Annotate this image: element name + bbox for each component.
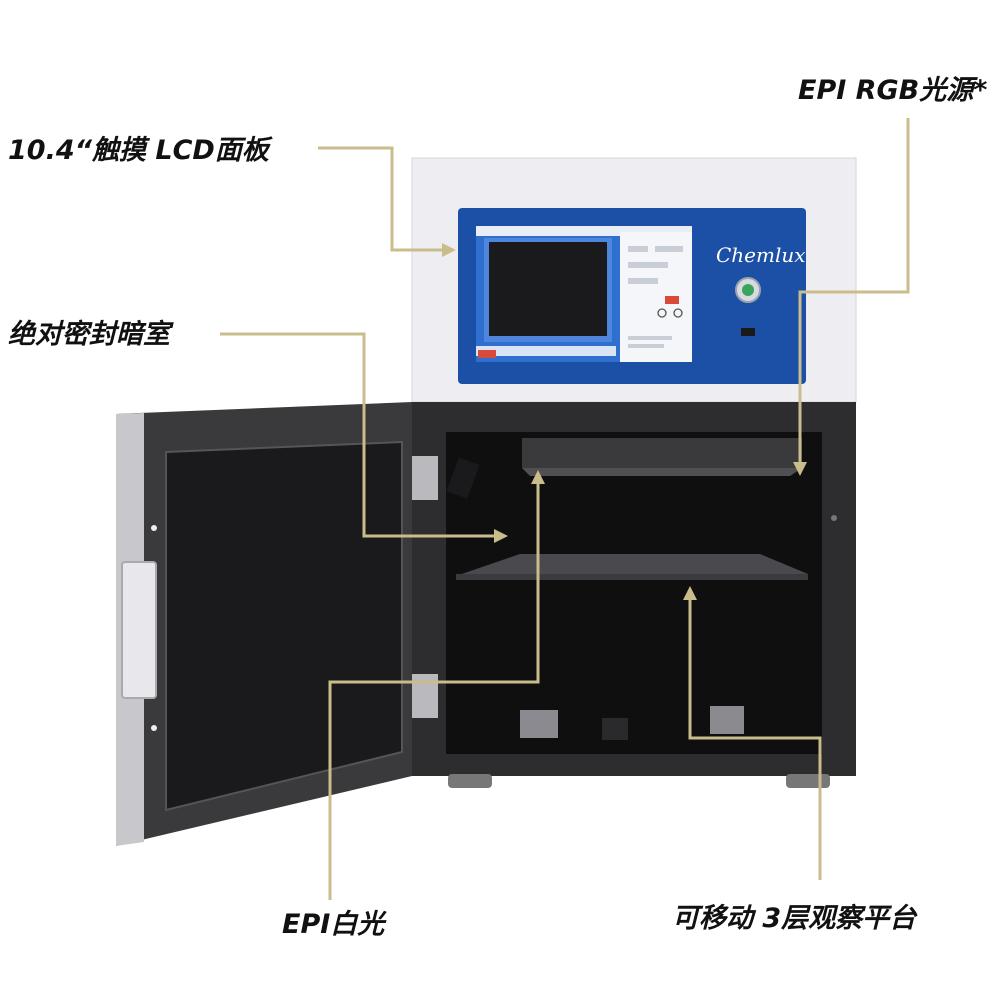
callout-rgb-light: EPI RGB光源* <box>798 75 988 106</box>
side-screw <box>831 515 837 521</box>
screen-side-panel <box>620 232 692 362</box>
observation-shelf <box>456 554 808 576</box>
brand-logo: Chemlux <box>716 243 806 267</box>
leader-line-lcd <box>318 146 448 252</box>
panel-control[interactable] <box>628 278 658 284</box>
callout-white-light: EPI白光 <box>282 909 385 940</box>
screen-toolbar <box>476 226 692 236</box>
rgb-light-bar <box>522 438 802 468</box>
zoom-in-icon[interactable] <box>657 308 667 318</box>
leader-line-white-light <box>328 478 540 900</box>
cabinet-foot <box>786 774 830 788</box>
panel-status-text <box>628 344 664 348</box>
callout-dark-room: 绝对密封暗室 <box>8 319 170 350</box>
panel-stop-button[interactable] <box>665 296 679 304</box>
door-latch <box>151 525 157 531</box>
arrowhead <box>793 462 807 476</box>
panel-control[interactable] <box>655 246 683 252</box>
light-bar-lip <box>522 468 802 476</box>
usb-port <box>741 328 755 336</box>
shelf-slot <box>602 718 628 740</box>
shelf-edge <box>456 574 808 580</box>
callout-lcd-panel: 10.4“触摸 LCD面板 <box>8 135 269 166</box>
screen-statusbar <box>476 346 616 356</box>
leader-line-shelf <box>688 594 822 880</box>
door-sensor <box>446 457 480 499</box>
power-indicator <box>742 284 754 296</box>
door-hinge <box>412 456 438 500</box>
arrowhead <box>442 243 456 257</box>
zoom-out-icon[interactable] <box>673 308 683 318</box>
leader-arrowheads <box>442 243 807 600</box>
panel-control[interactable] <box>628 246 648 252</box>
leader-line-rgb <box>798 118 910 468</box>
panel-status-text <box>628 336 672 340</box>
arrowhead <box>531 470 545 484</box>
door-latch <box>151 725 157 731</box>
shelf-clamp[interactable] <box>710 706 744 734</box>
door-handle[interactable] <box>121 561 157 699</box>
cabinet-foot <box>448 774 492 788</box>
leader-line-dark-room <box>220 332 500 538</box>
arrowhead <box>683 586 697 600</box>
callout-shelf: 可移动 3层观察平台 <box>672 903 917 934</box>
leader-lines <box>220 118 910 900</box>
screen-start-button[interactable] <box>478 350 496 358</box>
cabinet-interior <box>446 432 822 754</box>
shelf-clamp[interactable] <box>520 710 558 738</box>
arrowhead <box>494 529 508 543</box>
screen-preview <box>489 242 607 336</box>
panel-control[interactable] <box>628 262 668 268</box>
door-inner-panel <box>165 440 403 812</box>
